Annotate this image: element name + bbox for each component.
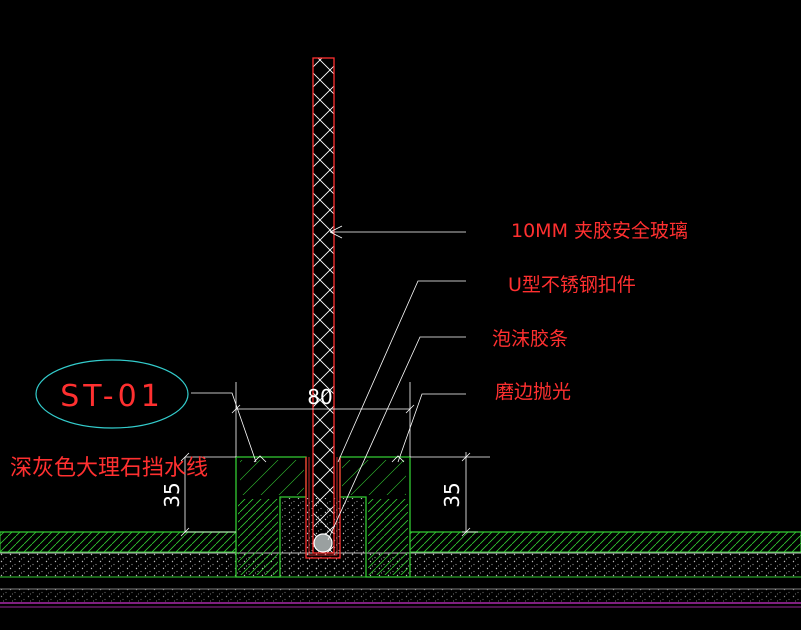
material-code: ST-01: [60, 379, 164, 414]
dimension-right: [410, 452, 490, 537]
u-channel-annotation: U型不锈钢扣件: [508, 274, 636, 296]
dimension-left: [180, 452, 236, 537]
foam-strip-annotation: 泡沫胶条: [492, 328, 568, 350]
leaders: [191, 225, 466, 541]
glass-annotation: 10MM 夹胶安全玻璃: [511, 220, 688, 242]
dimension-left-label: 35: [160, 482, 184, 507]
material-description: 深灰色大理石挡水线: [10, 456, 208, 481]
laminated-glass: [312, 57, 335, 554]
edge-polish-annotation: 磨边抛光: [495, 381, 571, 403]
foam-rod: [313, 533, 333, 553]
u-channel: [305, 457, 341, 559]
dimension-width-label: 80: [307, 385, 332, 409]
material-tag-ellipse: [35, 359, 189, 429]
dimension-right-label: 35: [440, 482, 464, 507]
dimension-width: [231, 382, 415, 457]
